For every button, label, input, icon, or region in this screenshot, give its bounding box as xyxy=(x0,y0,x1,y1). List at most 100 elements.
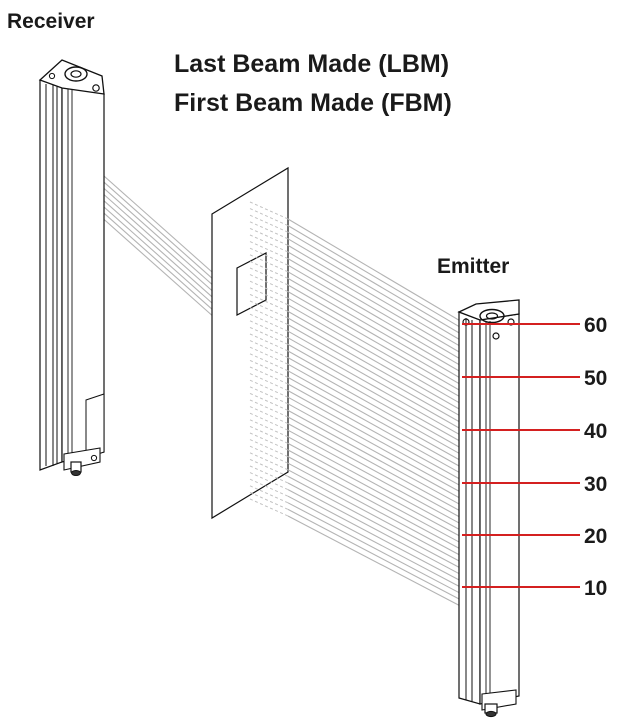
beam-line-hidden xyxy=(249,214,289,233)
beam-line xyxy=(287,469,463,564)
beam-line xyxy=(287,251,463,355)
beam-line xyxy=(94,204,213,310)
beam-line xyxy=(287,310,463,412)
test-piece xyxy=(211,166,289,520)
beam-line xyxy=(287,489,463,583)
beam-line-hidden xyxy=(249,458,289,477)
beam-line xyxy=(287,456,463,551)
beam-line xyxy=(287,225,463,329)
beam-line-hidden xyxy=(249,373,289,392)
beam-line xyxy=(94,173,213,279)
beam-line xyxy=(287,231,463,336)
beam-line xyxy=(287,277,463,380)
beam-line xyxy=(287,390,463,488)
beam-line-hidden xyxy=(249,478,289,497)
beam-line xyxy=(287,396,463,494)
beam-line-hidden xyxy=(249,412,289,431)
beam-line-hidden xyxy=(249,260,289,279)
beams-emitter-side xyxy=(287,218,463,608)
beam-line xyxy=(287,244,463,348)
beam-line-hidden xyxy=(249,326,289,345)
beam-line xyxy=(287,475,463,570)
beam-line xyxy=(94,210,213,316)
beam-line-hidden xyxy=(249,241,289,260)
beam-line xyxy=(287,429,463,526)
beam-line-hidden xyxy=(249,307,289,326)
beam-line-hidden xyxy=(249,287,289,306)
beam-line xyxy=(287,383,463,481)
beam-line-hidden xyxy=(249,346,289,365)
beam-marker-label: 50 xyxy=(584,367,607,390)
beam-line-hidden xyxy=(249,425,289,444)
receiver-label: Receiver xyxy=(7,10,95,33)
beam-line-hidden xyxy=(249,320,289,339)
beam-line xyxy=(287,482,463,576)
beam-line-hidden xyxy=(249,254,289,273)
beam-line-hidden xyxy=(249,498,289,517)
beam-line-hidden xyxy=(249,313,289,332)
beam-line xyxy=(287,376,463,475)
beam-line-hidden xyxy=(249,247,289,266)
beam-line xyxy=(287,495,463,589)
beam-line xyxy=(287,409,463,507)
beam-line-hidden xyxy=(249,333,289,352)
beam-line xyxy=(287,297,463,399)
beam-line-hidden xyxy=(249,491,289,510)
beam-line xyxy=(287,258,463,361)
beam-line xyxy=(287,304,463,405)
beam-line-hidden xyxy=(249,201,289,220)
beam-line xyxy=(287,436,463,532)
receiver-device xyxy=(38,59,105,476)
beam-line-hidden xyxy=(249,234,289,253)
beam-line-hidden xyxy=(249,227,289,246)
beam-line xyxy=(287,264,463,367)
beam-line-hidden xyxy=(249,267,289,286)
beam-line xyxy=(287,442,463,538)
beam-line-hidden xyxy=(249,399,289,418)
beam-line xyxy=(94,167,213,273)
beam-line xyxy=(287,317,463,418)
beam-line-hidden xyxy=(249,274,289,293)
beam-line-hidden xyxy=(249,300,289,319)
beam-line xyxy=(287,271,463,374)
beam-line-hidden xyxy=(249,452,289,471)
beam-line xyxy=(287,416,463,513)
beam-line-hidden xyxy=(249,465,289,484)
beam-marker-label: 30 xyxy=(584,473,607,496)
beam-line-hidden xyxy=(249,406,289,425)
beam-line xyxy=(287,515,463,608)
beam-line-hidden xyxy=(249,366,289,385)
beam-line-hidden xyxy=(249,353,289,372)
beam-line xyxy=(287,508,463,602)
beam-line-hidden xyxy=(249,432,289,451)
beam-line xyxy=(287,284,463,386)
beams-receiver-side xyxy=(94,167,213,316)
beam-line-hidden xyxy=(249,472,289,491)
beam-line-hidden xyxy=(249,386,289,405)
beam-line-hidden xyxy=(249,445,289,464)
beam-line xyxy=(94,192,213,298)
beam-marker-label: 20 xyxy=(584,525,607,548)
beam-line xyxy=(287,357,463,456)
emitter-device xyxy=(457,299,520,718)
beam-line xyxy=(287,350,463,450)
beam-line xyxy=(287,370,463,469)
beam-marker-label: 10 xyxy=(584,577,607,600)
title-lbm: Last Beam Made (LBM) xyxy=(174,50,449,78)
beam-line xyxy=(94,198,213,304)
beam-line-hidden xyxy=(249,340,289,359)
beam-line xyxy=(94,186,213,292)
emitter-label: Emitter xyxy=(437,255,509,278)
title-fbm: First Beam Made (FBM) xyxy=(174,89,452,117)
beam-line-hidden xyxy=(249,359,289,378)
beam-line xyxy=(287,403,463,500)
beam-line xyxy=(287,238,463,342)
beam-line-hidden xyxy=(249,392,289,411)
beam-line xyxy=(287,337,463,437)
beam-line xyxy=(94,179,213,285)
beam-marker-label: 40 xyxy=(584,420,607,443)
beam-line xyxy=(287,218,463,323)
beam-line-hidden xyxy=(249,439,289,458)
